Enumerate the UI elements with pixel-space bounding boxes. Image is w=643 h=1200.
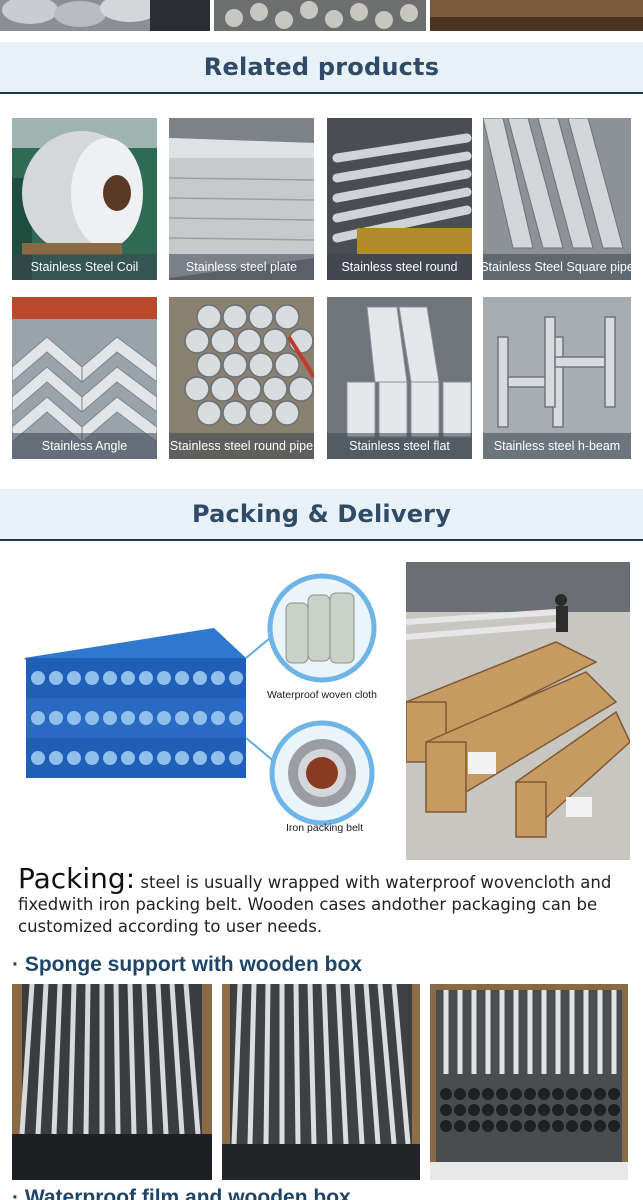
top-image-strip	[0, 0, 643, 31]
packing-illustration: Waterproof woven cloth Iron packing belt	[14, 563, 386, 845]
top-image-middle	[214, 0, 426, 31]
packing-lead: Packing:	[18, 862, 136, 895]
product-label: Stainless steel round	[327, 254, 472, 280]
product-label: Stainless steel round pipe	[169, 433, 314, 459]
product-label: Stainless Steel Coil	[12, 254, 157, 280]
wooden-crate-photo	[406, 562, 630, 860]
sponge-box-photo-1	[12, 984, 212, 1180]
product-tile-round-bar[interactable]: Stainless steel round	[327, 118, 472, 280]
sponge-box-photo-3	[430, 984, 628, 1180]
product-tile-h-beam[interactable]: Stainless steel h-beam	[483, 297, 631, 459]
product-label: Stainless steel h-beam	[483, 433, 631, 459]
wooden-crates-image	[406, 562, 630, 860]
plate-image	[169, 118, 314, 280]
packing-description: Packing: steel is usually wrapped with w…	[18, 865, 630, 938]
product-tile-square-pipe[interactable]: Stainless Steel Square pipe	[483, 118, 631, 280]
waterproof-film-heading: · Waterproof film and wooden box	[12, 1186, 351, 1200]
product-tile-flat[interactable]: Stainless steel flat	[327, 297, 472, 459]
sponge-support-heading: · Sponge support with wooden box	[12, 953, 362, 976]
top-image-right	[430, 0, 643, 31]
product-label: Stainless steel flat	[327, 433, 472, 459]
coil-image	[12, 118, 157, 280]
related-products-title: Related products	[203, 53, 440, 81]
h-beam-image	[483, 297, 631, 459]
product-tile-angle[interactable]: Stainless Angle	[12, 297, 157, 459]
waterproof-cloth-label: Waterproof woven cloth	[267, 689, 377, 701]
rods-end-view-image	[430, 984, 628, 1180]
sponge-box-photo-2	[222, 984, 420, 1180]
rods-in-box-image	[12, 984, 212, 1180]
related-products-header: Related products	[0, 42, 643, 94]
product-tile-coil[interactable]: Stainless Steel Coil	[12, 118, 157, 280]
square-pipe-image	[483, 118, 631, 280]
top-image-left	[0, 0, 210, 31]
flat-bar-image	[327, 297, 472, 459]
round-pipe-image	[169, 297, 314, 459]
packing-text: steel is usually wrapped with waterproof…	[18, 873, 612, 936]
product-label: Stainless Steel Square pipe	[483, 254, 631, 280]
packing-delivery-header: Packing & Delivery	[0, 489, 643, 541]
rods-in-box-image	[222, 984, 420, 1180]
round-bar-image	[327, 118, 472, 280]
product-label: Stainless steel plate	[169, 254, 314, 280]
iron-belt-label: Iron packing belt	[286, 822, 364, 834]
wrapped-bundle-image	[24, 573, 377, 826]
product-tile-round-pipe[interactable]: Stainless steel round pipe	[169, 297, 314, 459]
packing-delivery-title: Packing & Delivery	[191, 500, 452, 528]
product-label: Stainless Angle	[12, 433, 157, 459]
product-tile-plate[interactable]: Stainless steel plate	[169, 118, 314, 280]
angle-image	[12, 297, 157, 459]
